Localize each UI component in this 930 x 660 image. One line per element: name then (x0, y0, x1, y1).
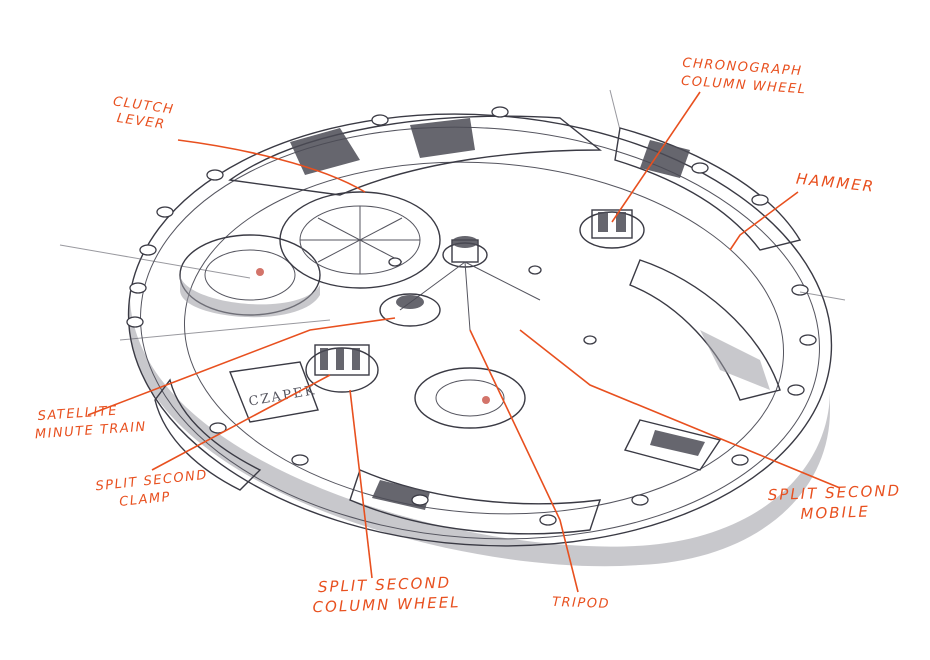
label-split-second-mobile: SPLIT SECOND MOBILE (768, 481, 902, 523)
label-mobile-line2: MOBILE (800, 503, 870, 523)
label-mobile-line1: SPLIT SECOND (768, 481, 902, 504)
leader-lines (87, 91, 841, 593)
label-tripod: TRIPOD (552, 595, 610, 612)
leader-tripod (469, 329, 579, 593)
label-clamp-line1: SPLIT SECOND (95, 468, 209, 495)
label-hammer-line1: HAMMER (795, 170, 876, 196)
label-split-second-clamp: SPLIT SECOND CLAMP (95, 468, 209, 510)
label-satellite-minute-train: SATELLITE MINUTE TRAIN (35, 404, 148, 443)
label-hammer: HAMMER (795, 170, 876, 196)
movement-illustration: CZAPEK (59, 89, 846, 567)
label-chronograph-column-wheel: CHRONOGRAPH COLUMN WHEEL (681, 56, 807, 98)
label-clamp-line2: CLAMP (119, 490, 172, 510)
label-split-second-column-wheel: SPLIT SECOND COLUMN WHEEL (312, 573, 461, 616)
leader-hammer (729, 191, 799, 251)
rim-screws (126, 106, 817, 526)
label-clutch-lever-line2: LEVER (116, 111, 167, 133)
leader-satellite-minute-train (87, 317, 396, 416)
leader-clutch-lever (177, 139, 366, 193)
label-satellite-line1: SATELLITE (37, 404, 118, 425)
label-tripod-line1: TRIPOD (552, 595, 610, 612)
label-ss-column-line2: COLUMN WHEEL (312, 593, 461, 616)
leader-chronograph-column-wheel (611, 91, 701, 223)
leader-split-second-mobile (519, 329, 841, 489)
label-clutch-lever: CLUTCH LEVER (112, 94, 175, 133)
leader-split-second-clamp (151, 374, 331, 471)
label-ss-column-line1: SPLIT SECOND (318, 573, 452, 596)
leader-split-second-column-wheel (349, 389, 373, 579)
